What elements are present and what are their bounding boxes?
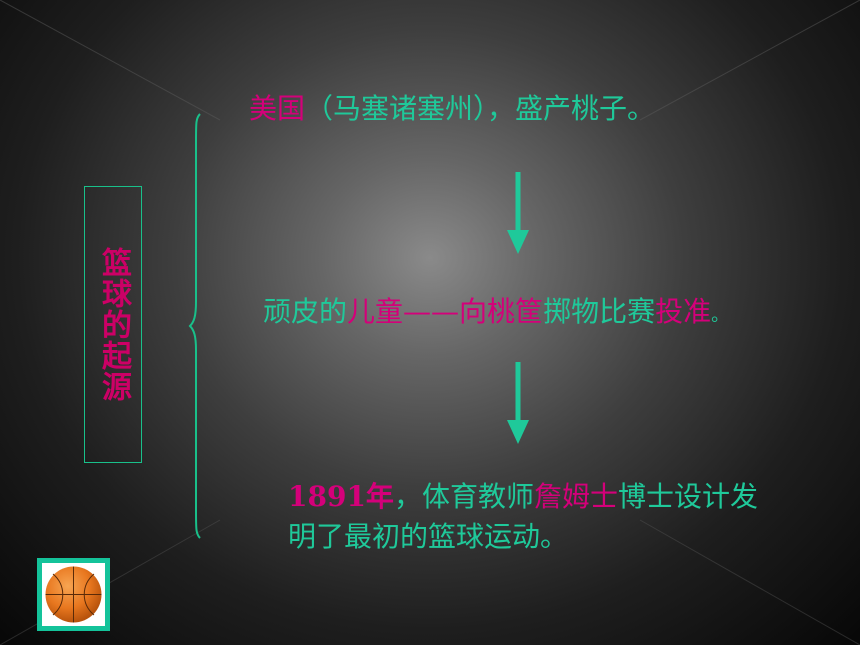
text-highlight-name: 詹姆士 bbox=[533, 480, 618, 513]
text-line-3: 1891年，体育教师詹姆士博士设计发 bbox=[288, 479, 758, 515]
brace-icon bbox=[188, 113, 201, 539]
text-highlight-children: 儿童 bbox=[347, 295, 404, 328]
text-highlight-year: 1891年 bbox=[288, 480, 394, 513]
title-box: 篮球的起源 bbox=[84, 186, 142, 463]
text-highlight-basket: 桃筐 bbox=[487, 295, 544, 328]
arrow-down-icon bbox=[507, 172, 529, 254]
arrow-down-icon bbox=[507, 362, 529, 444]
text-highlight-aim: 投准 bbox=[655, 295, 712, 328]
text-highlight-usa: 美国 bbox=[249, 92, 306, 125]
text-dash: ——向 bbox=[403, 295, 488, 328]
text-line-1: 美国（马塞诸塞州），盛产桃子。 bbox=[249, 91, 655, 127]
text-line-2: 顽皮的儿童——向桃筐掷物比赛投准。 bbox=[263, 294, 729, 334]
slide-title: 篮球的起源 bbox=[96, 247, 131, 402]
text-line-2-end: 。 bbox=[711, 305, 730, 326]
text-line-2-e: 掷物比赛 bbox=[543, 295, 656, 328]
text-line-3-a: ，体育教师 bbox=[393, 480, 534, 513]
text-line-3-b: 博士设计发 bbox=[617, 480, 758, 513]
basketball-icon bbox=[45, 566, 102, 623]
basketball-button[interactable] bbox=[37, 558, 110, 631]
text-line-4: 明了最初的篮球运动。 bbox=[288, 520, 569, 553]
text-line-2-a: 顽皮的 bbox=[263, 295, 348, 328]
text-line-1-rest: （马塞诸塞州），盛产桃子。 bbox=[305, 92, 656, 125]
